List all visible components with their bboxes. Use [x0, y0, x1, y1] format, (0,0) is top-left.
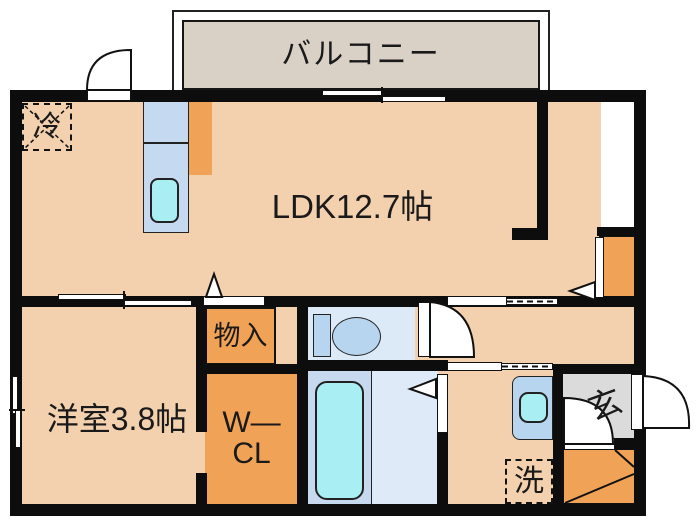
entrance-door-arc	[642, 374, 691, 429]
bathroom-floor-right	[371, 368, 438, 504]
refrigerator-space	[22, 103, 72, 151]
wall-right	[634, 90, 646, 516]
walkin-closet-line1: W―	[222, 405, 281, 439]
westroom-sliding-door-tick	[123, 291, 125, 309]
wall-bottom	[10, 504, 646, 516]
toilet-bowl	[332, 317, 381, 356]
ldk-corner-closet	[599, 235, 636, 298]
entrance-door-leaf	[631, 374, 643, 430]
walkin-closet-line2: CL	[232, 437, 271, 470]
storage-door-leaf	[203, 296, 265, 306]
hallway-sliding-door-track	[506, 298, 558, 305]
toilet-tank	[313, 314, 331, 357]
wall-top	[10, 90, 646, 102]
wall-ldk-south	[10, 296, 634, 307]
kitchen-counter-divider	[144, 142, 188, 144]
porch-storage	[563, 449, 636, 504]
washroom-sliding-door-track	[501, 363, 553, 370]
hallway-sliding-door-leaf	[447, 296, 507, 306]
bathroom-door-leaf	[437, 374, 448, 433]
wall-closet-toilet	[297, 307, 308, 504]
westroom-sliding-door-b	[124, 300, 192, 306]
kitchen-sink	[150, 178, 179, 223]
kitchen-exterior-door-leaf	[87, 89, 131, 101]
wall-genkan-bottom-left	[553, 438, 566, 450]
washbasin-bowl	[519, 392, 548, 423]
westroom-sliding-door-a	[58, 294, 126, 300]
corner-closet-door-leaf	[595, 237, 604, 298]
laundry-label: 洗	[514, 464, 544, 498]
balcony-sliding-window-a	[322, 90, 384, 96]
toilet-door-leaf	[418, 302, 430, 357]
washroom-sliding-door-leaf	[447, 362, 502, 371]
bathtub	[315, 381, 364, 500]
washing-machine-space	[505, 459, 553, 504]
wall-washroom-genkan	[553, 364, 563, 504]
wall-westroom-closet-upper	[196, 307, 207, 432]
wall-ldk-l-arm	[512, 228, 548, 240]
wall-toilet-bath	[297, 360, 448, 371]
wall-genkan-top	[553, 364, 646, 374]
walkin-closet	[205, 372, 298, 504]
westroom-window-b	[15, 410, 21, 448]
balcony-sliding-window-b	[382, 96, 446, 102]
wall-ldk-l-vertical	[537, 102, 548, 240]
balcony-window-tick	[381, 87, 383, 103]
pipe-space	[601, 102, 636, 227]
balcony	[182, 20, 540, 90]
ldk-label: LDK12.7帖	[271, 187, 434, 225]
storage-label: 物入	[213, 320, 268, 351]
genkan-inner-door-leaf	[564, 438, 615, 450]
wall-genkan-bottom-right	[613, 438, 646, 450]
wall-westroom-closet-lower	[196, 473, 207, 504]
refrigerator-label: 冷	[32, 110, 62, 143]
westroom-label: 洋室3.8帖	[46, 401, 188, 438]
kitchen-orange-strip	[189, 98, 212, 175]
westroom-window-tick	[9, 409, 25, 411]
wall-bath-washroom	[437, 432, 448, 504]
walkin-closet-label: W― CL	[205, 398, 298, 478]
kitchen-exterior-door-arc	[85, 48, 132, 91]
wall-nook-bottom	[597, 227, 636, 236]
balcony-label: バルコニー	[281, 38, 441, 72]
wall-storage-wcl	[205, 364, 298, 374]
